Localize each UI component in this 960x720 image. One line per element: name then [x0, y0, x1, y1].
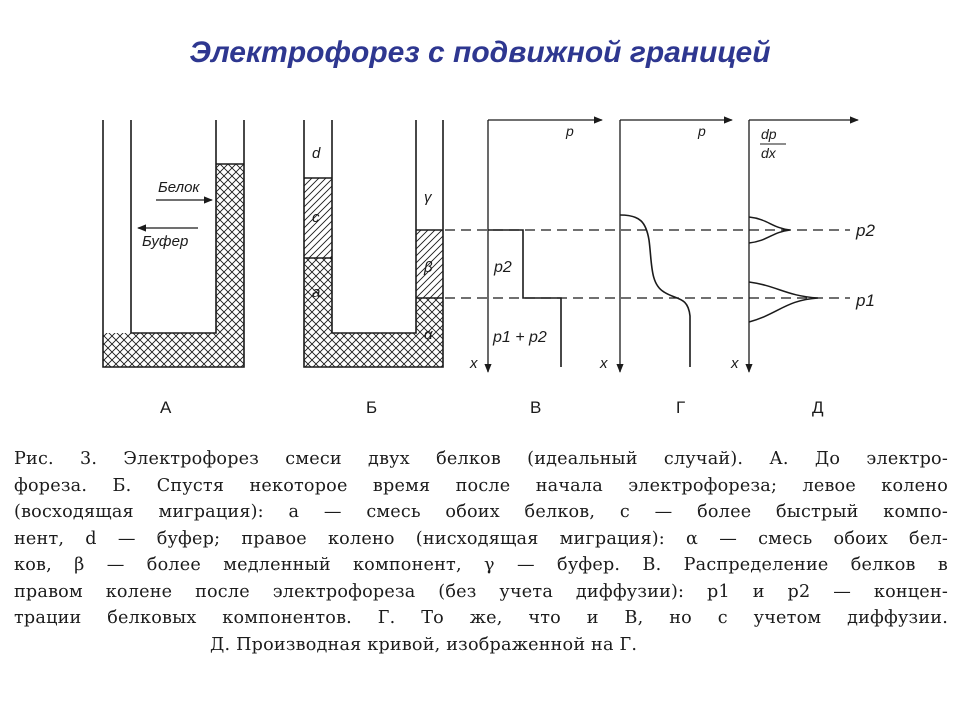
- panel-g-axis-p-label: p: [697, 123, 706, 139]
- panel-v-step-lower-label: p1 + p2: [492, 329, 547, 346]
- panel-a-label: А: [160, 398, 172, 417]
- panel-v-step-curve: [488, 229, 562, 367]
- caption-line: (восходящая миграция): a — смесь обоих б…: [14, 502, 948, 522]
- caption-line: фореза. Б. Спустя некоторое время после …: [14, 475, 948, 496]
- caption-line: Д. Производная кривой, изображенной на Г…: [210, 634, 638, 655]
- panel-b-hatched-bottom: [304, 333, 443, 367]
- panel-b-label: Б: [366, 398, 377, 417]
- panel-d-peak-lower-label: p1: [855, 291, 875, 310]
- label-buffer: Буфер: [142, 233, 188, 250]
- figure-diagram: Белок Буфер А d c a γ β α Б p x p2 p1 + …: [102, 116, 875, 417]
- caption-line: трации белковых компонентов. Г. То же, ч…: [14, 608, 948, 628]
- panel-a-hatched-right: [216, 164, 244, 333]
- zone-c-fill: [304, 178, 332, 258]
- panel-d-axis-denominator: dx: [761, 145, 777, 161]
- caption-line: ков, β — более медленный компонент, γ — …: [14, 555, 948, 575]
- panel-b-tube-outline: [303, 120, 444, 368]
- panel-g: [616, 116, 733, 373]
- panel-a: [102, 120, 245, 368]
- panel-d-peak-upper: [748, 216, 791, 244]
- panel-a-tube-inner: [130, 120, 217, 334]
- figure-caption: Рис. 3. Электрофорез смеси двух белков (…: [14, 446, 948, 658]
- zone-label-c: c: [312, 209, 320, 226]
- zone-label-beta: β: [423, 259, 433, 276]
- panel-v-axis-x-label: x: [469, 355, 478, 372]
- panel-d-axis-x-label: x: [730, 355, 739, 372]
- zone-beta-fill: [416, 230, 443, 298]
- panel-b-tube-inner: [331, 120, 417, 334]
- panel-g-axis-x-label: x: [599, 355, 608, 372]
- panel-g-diffusion-curve: [619, 214, 691, 367]
- label-protein: Белок: [158, 179, 200, 196]
- caption-line: нент, d — буфер; правое колено (нисходящ…: [14, 528, 948, 549]
- panel-v-step-upper-label: p2: [493, 259, 512, 276]
- panel-a-hatched-bottom: [103, 333, 244, 367]
- panel-d-peak-lower: [748, 281, 819, 323]
- panel-d-peak-upper-label: p2: [855, 221, 875, 240]
- panel-g-label: Г: [676, 398, 685, 417]
- panel-b: [303, 120, 444, 368]
- panel-d: [745, 116, 859, 373]
- panel-v-label: В: [530, 398, 541, 417]
- zone-label-gamma: γ: [424, 189, 433, 206]
- zone-alpha-fill: [416, 298, 443, 333]
- panel-d-label: Д: [812, 398, 824, 417]
- page-title: Электрофорез с подвижной границей: [189, 36, 771, 69]
- zone-a-fill: [304, 258, 332, 333]
- panel-v-axis-p-label: p: [565, 123, 574, 139]
- zone-label-a: a: [312, 284, 320, 301]
- zone-label-d: d: [312, 145, 321, 162]
- caption-line: правом колене после электрофореза (без у…: [14, 581, 948, 602]
- panel-a-tube-outline: [102, 120, 245, 368]
- caption-line: Рис. 3. Электрофорез смеси двух белков (…: [14, 449, 948, 469]
- zone-label-alpha: α: [424, 326, 433, 343]
- panel-v: [484, 116, 603, 373]
- panel-d-axis-numerator: dp: [761, 126, 777, 142]
